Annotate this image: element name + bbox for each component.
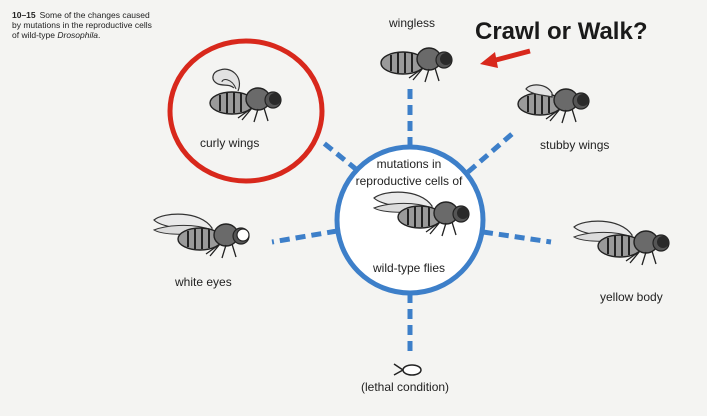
- caption-line3-suffix: .: [98, 30, 100, 40]
- label-white-eyes: white eyes: [175, 275, 232, 289]
- fly-icon: [210, 69, 281, 122]
- fly-icon: [381, 48, 452, 82]
- label-yellow-body: yellow body: [600, 290, 663, 304]
- center-label: mutations in reproductive cells of: [338, 156, 480, 190]
- caption-line2: by mutations in the reproductive cells: [12, 20, 152, 30]
- center-line3: wild-type flies: [340, 261, 478, 275]
- center-line2: reproductive cells of: [356, 174, 463, 188]
- spoke-white-eyes: [272, 231, 337, 242]
- spoke-yellow-body: [483, 232, 551, 242]
- center-line1: mutations in: [377, 157, 442, 171]
- arrow-icon: [480, 51, 530, 68]
- figure-number: 10–15: [12, 10, 36, 20]
- fly-icon: [518, 85, 589, 123]
- figure-caption: 10–15 Some of the changes caused by mutat…: [12, 10, 162, 40]
- caption-genus: Drosophila: [57, 30, 98, 40]
- larva-icon: [394, 364, 421, 375]
- label-wingless: wingless: [389, 16, 435, 30]
- callout-title: Crawl or Walk?: [475, 18, 647, 46]
- caption-line3-prefix: of wild-type: [12, 30, 57, 40]
- caption-line1: Some of the changes caused: [40, 10, 150, 20]
- label-curly-wings: curly wings: [200, 136, 259, 150]
- fly-icon: [154, 214, 249, 258]
- label-lethal-condition: (lethal condition): [361, 380, 449, 394]
- label-stubby-wings: stubby wings: [540, 138, 609, 152]
- fly-icon: [574, 221, 669, 265]
